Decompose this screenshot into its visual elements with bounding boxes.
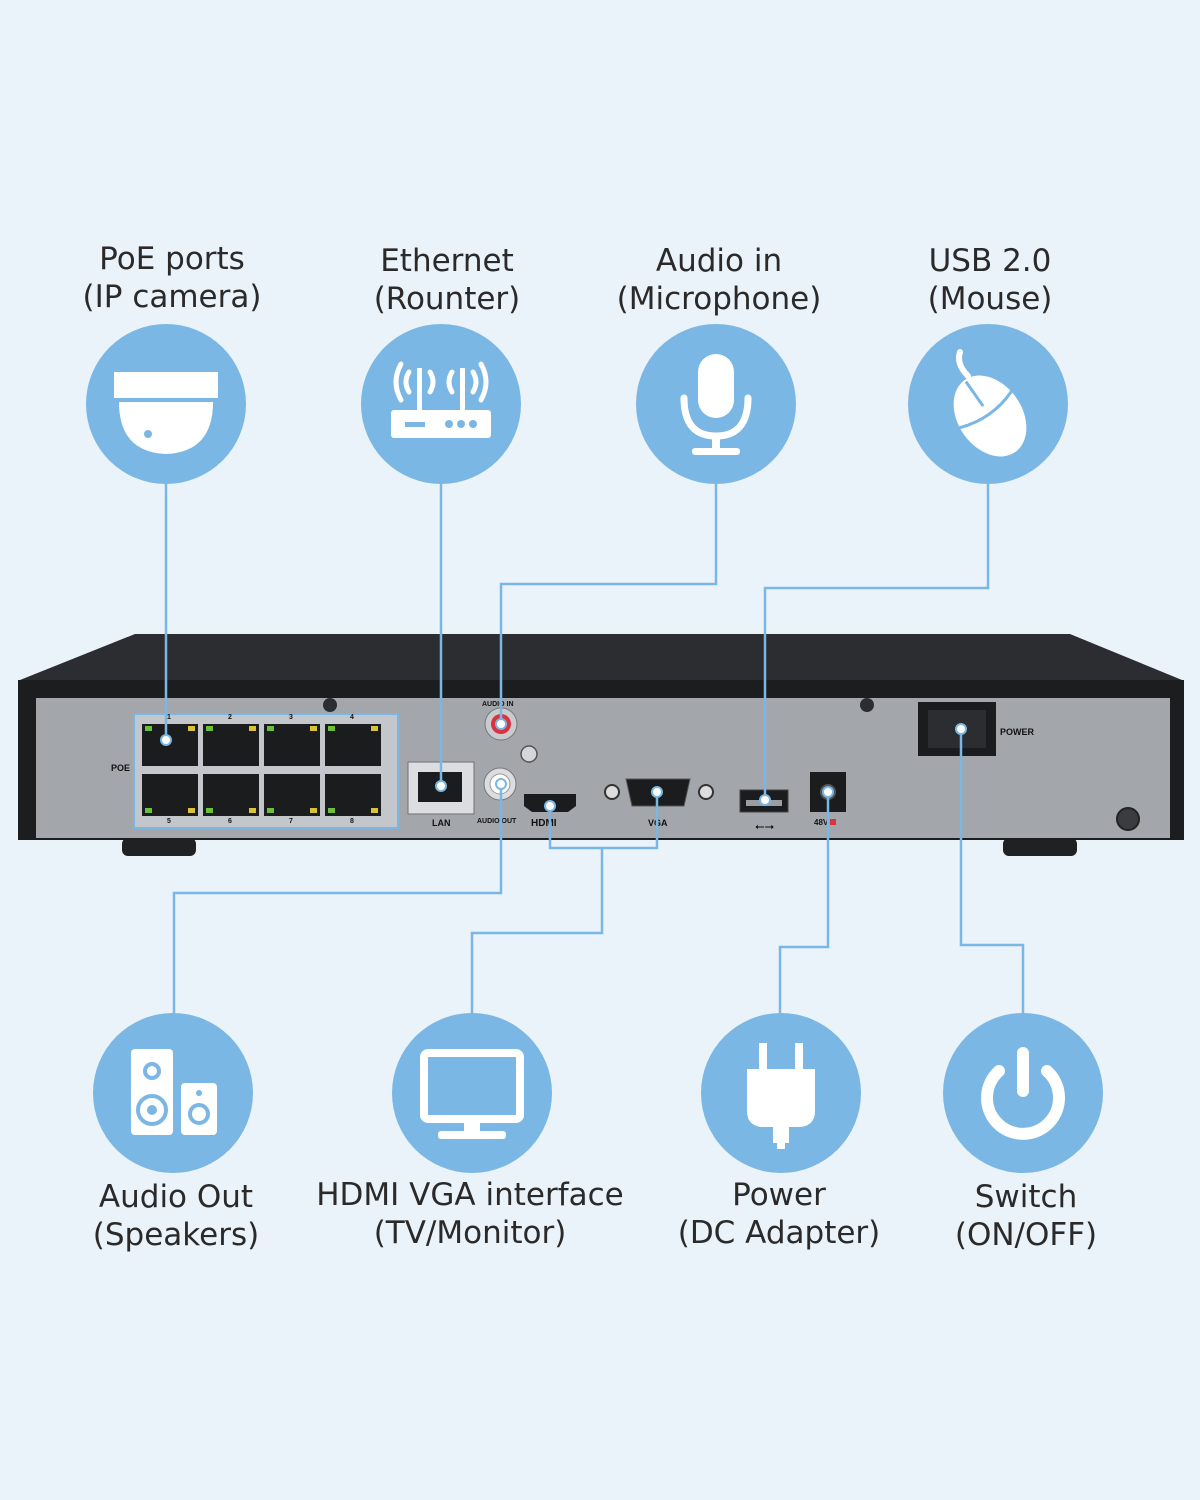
connector-dots xyxy=(160,718,967,812)
audio-out-label: AUDIO OUT xyxy=(477,818,517,825)
label-audio-out-title: Audio Out xyxy=(98,1179,254,1215)
poe-port-number: 7 xyxy=(289,818,293,825)
label-audio-out: Audio Out (Speakers) xyxy=(6,1178,346,1254)
poe-port-led xyxy=(249,808,256,813)
vga-screw xyxy=(604,784,620,800)
connector-usb xyxy=(763,484,990,800)
panel-screw xyxy=(323,698,337,712)
label-usb-title: USB 2.0 xyxy=(928,243,1052,279)
microphone-icon xyxy=(680,354,752,455)
ground-screw xyxy=(1116,807,1140,831)
device-foot-right xyxy=(1003,838,1077,856)
lan-label: LAN xyxy=(432,818,451,828)
poe-port-led xyxy=(310,808,317,813)
monitor-circle xyxy=(392,1013,552,1173)
poe-port-led xyxy=(328,808,335,813)
label-audio-in-subtitle: (Microphone) xyxy=(616,281,822,317)
poe-ports: 1 2 3 4 5 6 7 8 xyxy=(142,714,381,825)
poe-port-led xyxy=(188,726,195,731)
mouse-circle xyxy=(908,324,1068,484)
poe-port-led xyxy=(267,808,274,813)
label-power: Power (DC Adapter) xyxy=(609,1176,949,1252)
label-poe: PoE ports (IP camera) xyxy=(2,240,342,316)
poe-port-led xyxy=(310,726,317,731)
label-audio-out-subtitle: (Speakers) xyxy=(92,1217,260,1253)
label-power-title: Power xyxy=(732,1177,826,1213)
plug-circle xyxy=(701,1013,861,1173)
mouse-icon xyxy=(953,349,1027,457)
device-foot-left xyxy=(122,838,196,856)
label-power-subtitle: (DC Adapter) xyxy=(677,1215,881,1251)
label-switch-title: Switch xyxy=(974,1179,1078,1215)
poe-port-led xyxy=(328,726,335,731)
poe-panel-label: POE xyxy=(111,763,130,773)
label-usb: USB 2.0 (Mouse) xyxy=(820,242,1160,318)
poe-port-led xyxy=(145,726,152,731)
panel-screw xyxy=(860,698,874,712)
connector-audio-in xyxy=(499,484,718,724)
connector-display-stem xyxy=(470,848,604,1013)
connector-power xyxy=(778,792,830,1013)
label-poe-subtitle: (IP camera) xyxy=(82,279,262,315)
power-button-icon xyxy=(981,1047,1065,1140)
hdmi-label: HDMI xyxy=(531,818,557,829)
poe-port-number: 4 xyxy=(350,714,354,721)
poe-port-led xyxy=(371,726,378,731)
label-display-subtitle: (TV/Monitor) xyxy=(373,1215,567,1251)
connector-display xyxy=(548,792,659,850)
poe-camera-circle xyxy=(86,324,246,484)
poe-port-led xyxy=(188,808,195,813)
label-audio-in: Audio in (Microphone) xyxy=(549,242,889,318)
label-display-title: HDMI VGA interface xyxy=(316,1177,624,1213)
microphone-circle xyxy=(636,324,796,484)
poe-port-led xyxy=(145,808,152,813)
label-audio-in-title: Audio in xyxy=(655,243,783,279)
ethernet-router-circle xyxy=(361,324,521,484)
dc-label: 48V xyxy=(814,818,829,827)
label-poe-title: PoE ports xyxy=(99,241,245,277)
label-ethernet-title: Ethernet xyxy=(380,243,514,279)
power-button-circle xyxy=(943,1013,1103,1173)
connector-audio-out xyxy=(172,784,503,1013)
vga-screw xyxy=(698,784,714,800)
poe-port-number: 8 xyxy=(350,818,354,825)
power-label: POWER xyxy=(1000,727,1035,737)
plug-icon xyxy=(747,1043,815,1149)
poe-port-number: 3 xyxy=(289,714,293,721)
label-switch: Switch (ON/OFF) xyxy=(856,1178,1196,1254)
poe-port-led xyxy=(206,726,213,731)
poe-port-led xyxy=(267,726,274,731)
poe-port-number: 5 xyxy=(167,818,171,825)
panel-screw xyxy=(520,745,538,763)
dome-camera-icon xyxy=(114,372,218,454)
poe-port-number: 6 xyxy=(228,818,232,825)
label-ethernet: Ethernet (Rounter) xyxy=(277,242,617,318)
label-display: HDMI VGA interface (TV/Monitor) xyxy=(270,1176,670,1252)
usb-symbol: ⭠⭢ xyxy=(755,819,775,833)
monitor-icon xyxy=(420,1049,524,1139)
speakers-circle xyxy=(93,1013,253,1173)
poe-port-led xyxy=(206,808,213,813)
label-ethernet-subtitle: (Rounter) xyxy=(373,281,521,317)
poe-port-number: 1 xyxy=(167,714,171,721)
poe-port-led xyxy=(249,726,256,731)
audio-in-label: AUDIO IN xyxy=(482,701,514,708)
router-icon xyxy=(391,361,491,438)
poe-port-number: 2 xyxy=(228,714,232,721)
connector-lines xyxy=(164,484,1025,1013)
label-usb-subtitle: (Mouse) xyxy=(927,281,1053,317)
speakers-icon xyxy=(131,1049,217,1135)
connector-switch xyxy=(959,729,1025,1013)
poe-port-led xyxy=(371,808,378,813)
label-switch-subtitle: (ON/OFF) xyxy=(954,1217,1098,1253)
